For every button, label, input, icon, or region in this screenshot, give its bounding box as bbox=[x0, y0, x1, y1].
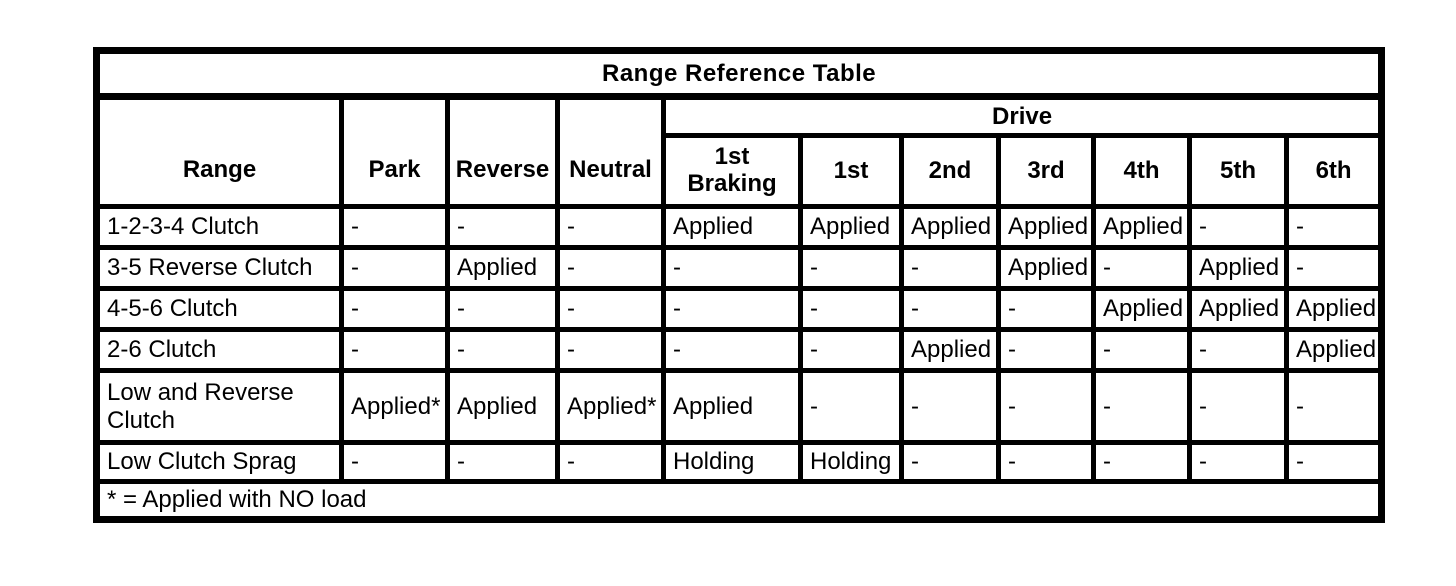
header-1st-braking-label: 1st Braking bbox=[687, 143, 777, 197]
cell-6th: - bbox=[1283, 245, 1385, 291]
cell-1st-braking: Applied bbox=[661, 368, 803, 445]
cell-neutral: Applied* bbox=[555, 368, 666, 445]
cell-reverse: - bbox=[445, 327, 560, 373]
header-4th: 4th bbox=[1091, 133, 1192, 209]
cell-6th: - bbox=[1283, 204, 1385, 250]
cell-1st-braking: Holding bbox=[661, 440, 803, 484]
cell-2nd: - bbox=[899, 368, 1001, 445]
range-reference-table: Range Reference Table Range Park Reverse… bbox=[93, 47, 1386, 523]
header-neutral: Neutral bbox=[555, 94, 666, 209]
cell-3rd: Applied bbox=[996, 204, 1096, 250]
table-row-low-and-reverse-clutch: Low and Reverse Clutch Applied* Applied … bbox=[94, 368, 1385, 445]
table-row-1234-clutch: 1-2-3-4 Clutch - - - Applied Applied App… bbox=[94, 204, 1385, 250]
header-1st-braking: 1st Braking bbox=[661, 133, 803, 209]
header-2nd: 2nd bbox=[899, 133, 1001, 209]
cell-5th: - bbox=[1187, 440, 1289, 484]
table-row-26-clutch: 2-6 Clutch - - - - - Applied - - - Appli… bbox=[94, 327, 1385, 373]
cell-1st: - bbox=[798, 327, 904, 373]
cell-4th: - bbox=[1091, 327, 1192, 373]
cell-2nd: - bbox=[899, 245, 1001, 291]
cell-1st-braking: - bbox=[661, 245, 803, 291]
table-row-low-clutch-sprag: Low Clutch Sprag - - - Holding Holding -… bbox=[94, 440, 1385, 484]
cell-1st: - bbox=[798, 368, 904, 445]
cell-neutral: - bbox=[555, 286, 666, 332]
cell-2nd: - bbox=[899, 286, 1001, 332]
cell-2nd: Applied bbox=[899, 204, 1001, 250]
cell-reverse: - bbox=[445, 440, 560, 484]
header-range: Range bbox=[94, 94, 344, 209]
cell-1st-braking: - bbox=[661, 327, 803, 373]
table-row-35-reverse-clutch: 3-5 Reverse Clutch - Applied - - - - App… bbox=[94, 245, 1385, 291]
row-label: 2-6 Clutch bbox=[94, 327, 344, 373]
footnote: * = Applied with NO load bbox=[93, 479, 1385, 522]
cell-neutral: - bbox=[555, 327, 666, 373]
cell-park: - bbox=[339, 440, 450, 484]
cell-3rd: - bbox=[996, 440, 1096, 484]
cell-6th: - bbox=[1283, 368, 1385, 445]
cell-reverse: - bbox=[445, 204, 560, 250]
cell-5th: - bbox=[1187, 327, 1289, 373]
document-page: Range Reference Table Range Park Reverse… bbox=[93, 47, 1386, 523]
cell-4th: - bbox=[1091, 245, 1192, 291]
header-park: Park bbox=[339, 94, 450, 209]
row-label: 4-5-6 Clutch bbox=[94, 286, 344, 332]
cell-6th: Applied bbox=[1283, 286, 1385, 332]
cell-neutral: - bbox=[555, 440, 666, 484]
table-title: Range Reference Table bbox=[93, 48, 1385, 100]
cell-reverse: Applied bbox=[445, 368, 560, 445]
cell-1st: Holding bbox=[798, 440, 904, 484]
header-5th: 5th bbox=[1187, 133, 1289, 209]
cell-neutral: - bbox=[555, 204, 666, 250]
cell-5th: Applied bbox=[1187, 245, 1289, 291]
footnote-row: * = Applied with NO load bbox=[93, 479, 1385, 522]
cell-4th: Applied bbox=[1091, 286, 1192, 332]
header-row-top: Range Park Reverse Neutral Drive bbox=[94, 94, 1385, 209]
table-row-456-clutch: 4-5-6 Clutch - - - - - - - Applied Appli… bbox=[94, 286, 1385, 332]
cell-5th: - bbox=[1187, 204, 1289, 250]
row-label: 1-2-3-4 Clutch bbox=[94, 204, 344, 250]
cell-3rd: - bbox=[996, 286, 1096, 332]
cell-2nd: Applied bbox=[899, 327, 1001, 373]
cell-park: - bbox=[339, 204, 450, 250]
cell-5th: Applied bbox=[1187, 286, 1289, 332]
cell-neutral: - bbox=[555, 245, 666, 291]
cell-3rd: - bbox=[996, 327, 1096, 373]
cell-reverse: Applied bbox=[445, 245, 560, 291]
title-row: Range Reference Table bbox=[93, 48, 1385, 100]
cell-3rd: Applied bbox=[996, 245, 1096, 291]
cell-1st-braking: - bbox=[661, 286, 803, 332]
cell-2nd: - bbox=[899, 440, 1001, 484]
header-drive: Drive bbox=[660, 94, 1385, 138]
header-reverse: Reverse bbox=[445, 94, 560, 209]
cell-5th: - bbox=[1187, 368, 1289, 445]
cell-park: - bbox=[339, 327, 450, 373]
cell-1st: Applied bbox=[798, 204, 904, 250]
header-row-sub: 1st Braking 1st 2nd 3rd 4th 5th 6th bbox=[97, 133, 1385, 209]
cell-4th: Applied bbox=[1091, 204, 1192, 250]
cell-1st-braking: Applied bbox=[661, 204, 803, 250]
cell-park: - bbox=[339, 286, 450, 332]
row-label: Low Clutch Sprag bbox=[94, 440, 344, 484]
header-1st: 1st bbox=[798, 133, 904, 209]
cell-1st: - bbox=[798, 286, 904, 332]
cell-6th: - bbox=[1283, 440, 1385, 484]
cell-park: - bbox=[339, 245, 450, 291]
cell-6th: Applied bbox=[1283, 327, 1385, 373]
cell-1st: - bbox=[798, 245, 904, 291]
row-label: Low and Reverse Clutch bbox=[94, 368, 344, 445]
cell-4th: - bbox=[1091, 368, 1192, 445]
cell-4th: - bbox=[1091, 440, 1192, 484]
header-6th: 6th bbox=[1283, 133, 1385, 209]
cell-3rd: - bbox=[996, 368, 1096, 445]
row-label: 3-5 Reverse Clutch bbox=[94, 245, 344, 291]
cell-reverse: - bbox=[445, 286, 560, 332]
cell-park: Applied* bbox=[339, 368, 450, 445]
header-3rd: 3rd bbox=[996, 133, 1096, 209]
